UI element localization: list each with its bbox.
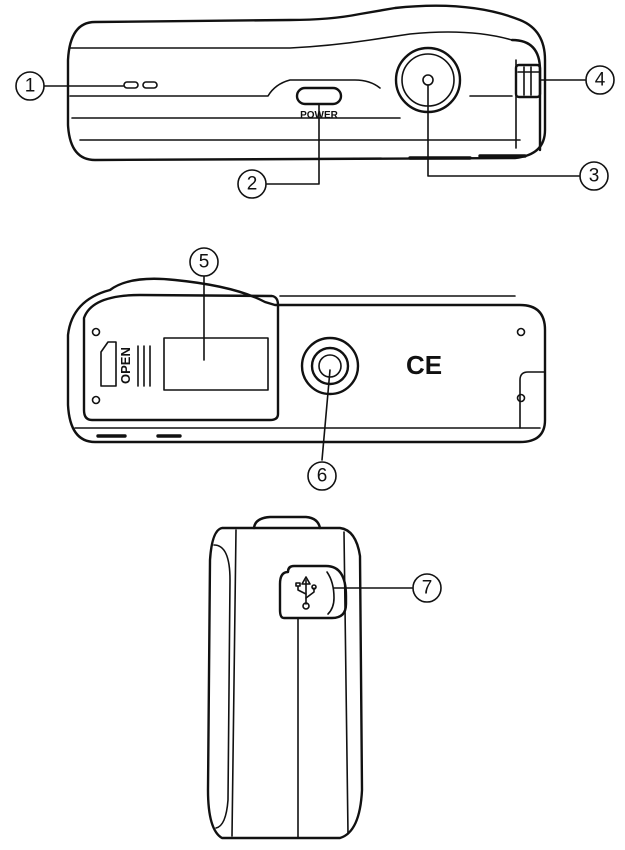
bottom-right-notch: [519, 371, 546, 429]
svg-text:2: 2: [247, 174, 258, 195]
screw-bottom-left: [91, 395, 101, 405]
leader-3: [427, 84, 580, 177]
callout-2: 2: [237, 169, 267, 199]
open-latch[interactable]: OPEN: [100, 341, 151, 387]
svg-text:6: 6: [317, 466, 328, 487]
svg-text:5: 5: [199, 252, 210, 273]
side-left-grip: [213, 544, 231, 829]
usb-port-cover[interactable]: [278, 564, 348, 620]
open-label: OPEN: [118, 347, 133, 384]
side-body-outline: [206, 526, 364, 840]
leader-lines: [43, 79, 586, 589]
callout-5: 5: [189, 247, 219, 277]
top-seam-upper: [69, 31, 513, 49]
svg-text:7: 7: [422, 578, 433, 599]
battery-label-window: [163, 337, 269, 391]
leader-2: [266, 104, 320, 185]
svg-text:1: 1: [25, 76, 36, 97]
leader-6: [321, 369, 331, 461]
callout-3: 3: [579, 161, 609, 191]
ce-mark-icon: CE: [406, 350, 442, 380]
bottom-body-outline: [66, 277, 547, 444]
open-arrow-icon: [100, 341, 117, 387]
callout-6: 6: [307, 461, 337, 491]
screw-top-right: [516, 327, 526, 337]
camera-bottom-view: OPEN CE: [66, 277, 547, 444]
side-shutter-profile: [252, 515, 322, 530]
top-seam-middle: [69, 79, 381, 97]
svg-text:4: 4: [595, 70, 606, 91]
side-inner-left: [231, 529, 237, 837]
strap-eyelet: [514, 63, 542, 99]
top-bottom-rail: [408, 154, 527, 160]
callout-7: 7: [412, 573, 442, 603]
screw-bottom-right: [516, 393, 526, 403]
camera-side-view: [206, 515, 364, 840]
power-button[interactable]: [295, 86, 343, 106]
side-inner-right: [343, 531, 349, 835]
usb-icon: [295, 576, 317, 610]
camera-top-view: POWER: [66, 4, 547, 162]
speaker-grille: [123, 81, 158, 89]
screw-top-left: [91, 327, 101, 337]
svg-text:3: 3: [589, 166, 600, 187]
callout-1: 1: [15, 71, 45, 101]
top-body-outline: [66, 4, 547, 162]
battery-door[interactable]: [82, 293, 280, 422]
tripod-socket: [300, 336, 360, 396]
callout-4: 4: [585, 65, 615, 95]
usb-cover-edge: [326, 571, 335, 615]
